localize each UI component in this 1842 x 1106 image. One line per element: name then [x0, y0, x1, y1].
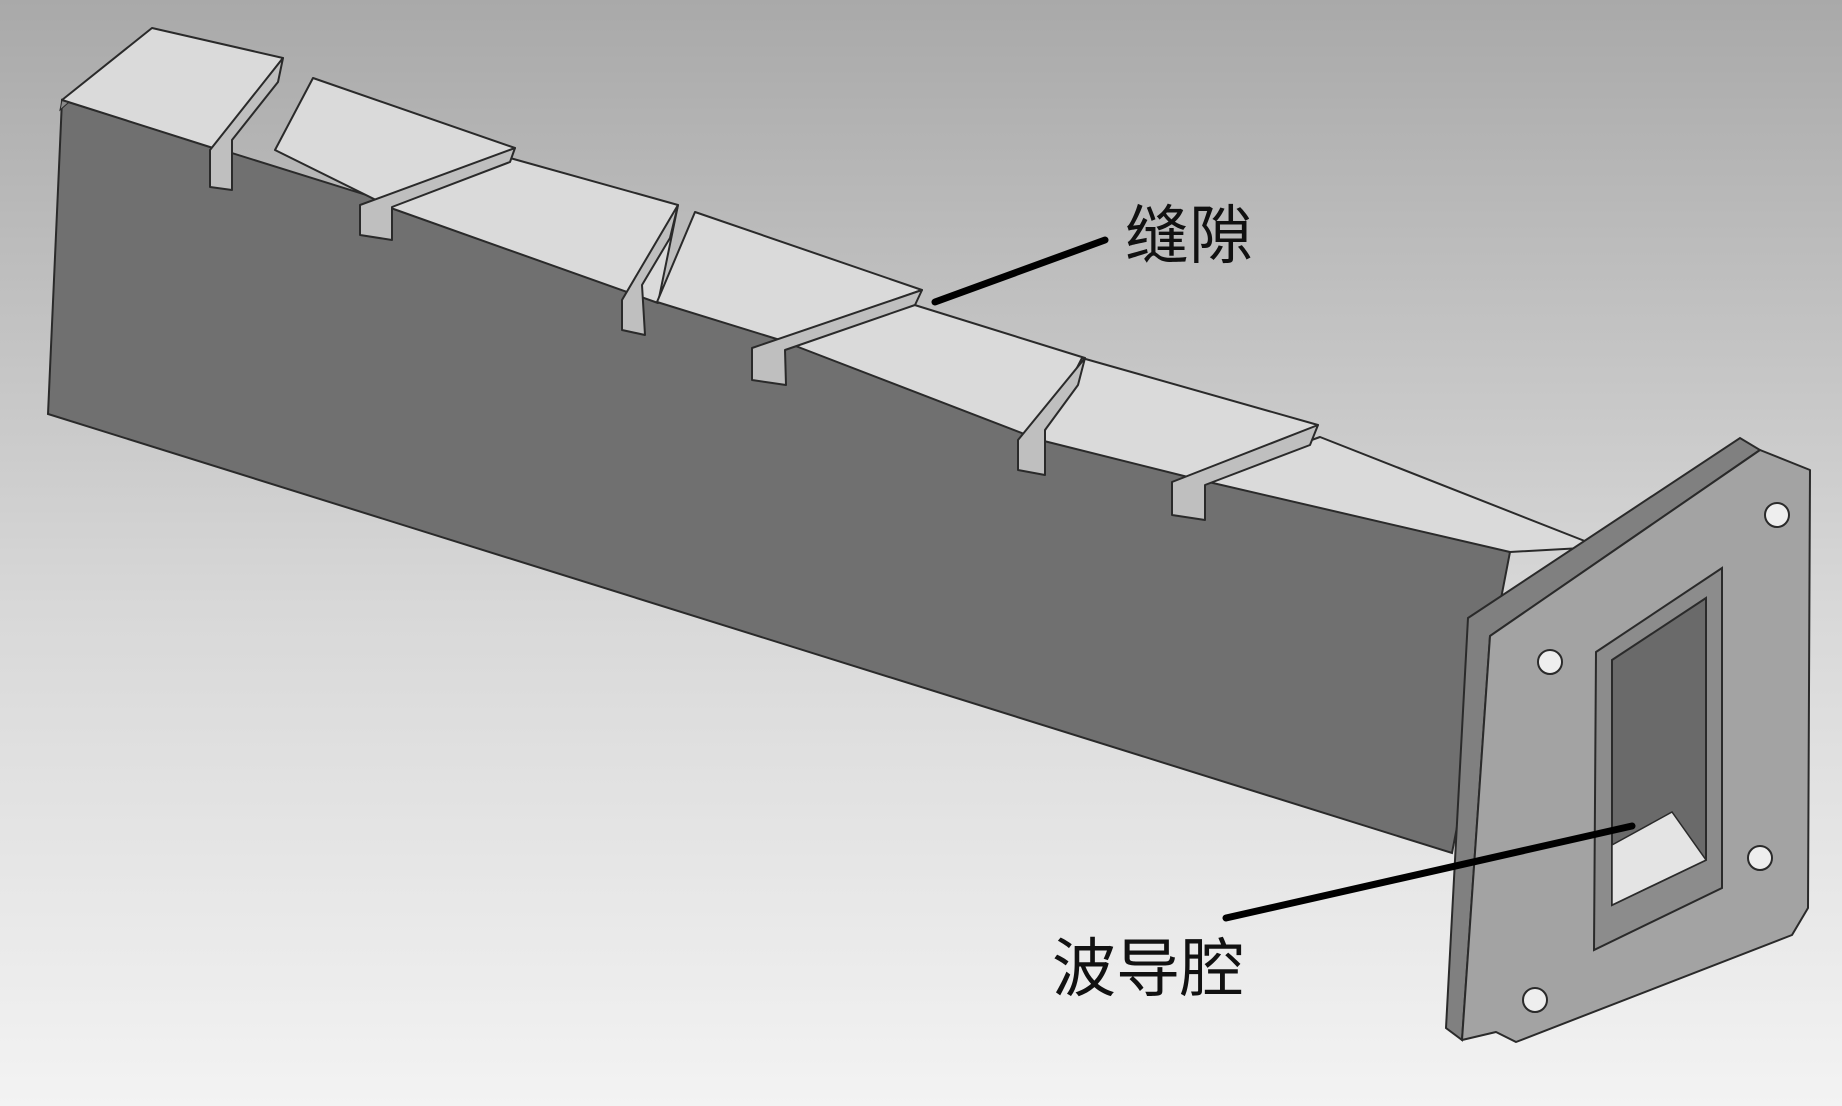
flange — [1444, 436, 1811, 1043]
slot-leader-line — [931, 236, 1109, 306]
slot-1 — [209, 57, 284, 191]
slot-3 — [621, 204, 679, 336]
slots — [209, 57, 1319, 521]
bolt-hole-icon — [1747, 845, 1773, 871]
cavity-label: 波导腔 — [1052, 933, 1244, 1007]
bolt-hole-icon — [1764, 502, 1790, 528]
slot-5 — [1017, 357, 1086, 476]
slot-label: 缝隙 — [1125, 200, 1253, 274]
waveguide-cavity-floor — [1611, 811, 1708, 907]
slot-4 — [751, 289, 923, 386]
waveguide-top-face — [61, 27, 1601, 553]
bolt-hole-icon — [1522, 987, 1548, 1013]
bolt-hole-icon — [1537, 649, 1563, 675]
flange-bolt-holes — [1522, 502, 1790, 1013]
cavity-leader-line — [1222, 822, 1636, 922]
slot-2 — [359, 147, 516, 241]
slot-6 — [1171, 424, 1319, 521]
